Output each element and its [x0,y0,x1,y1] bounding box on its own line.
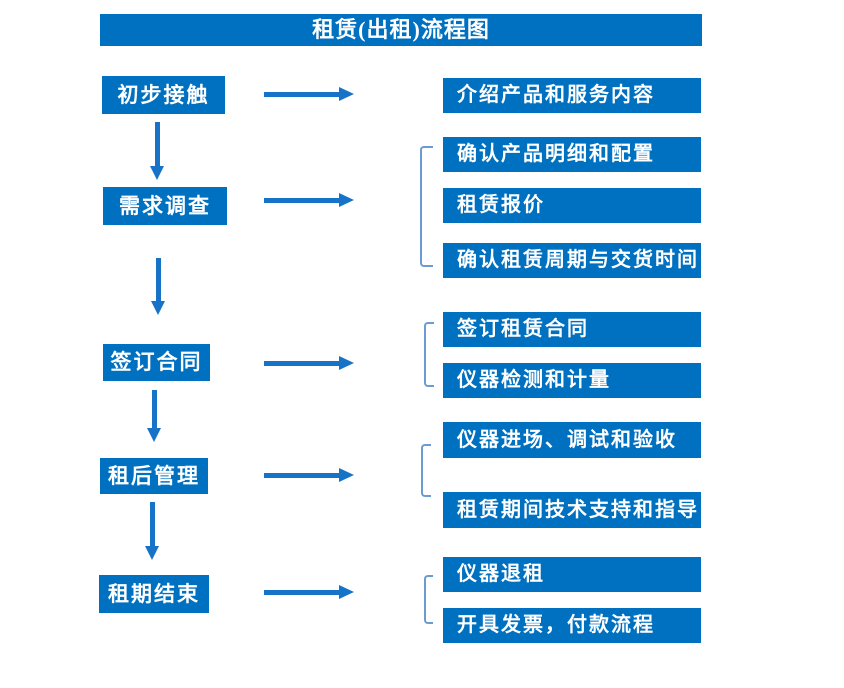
flow-arrow-right-icon [264,198,340,203]
detail-box-confirm-period-delivery: 确认租赁周期与交货时间 [443,243,701,278]
flowchart-title: 租赁(出租)流程图 [100,14,702,46]
detail-box-instrument-test-metering: 仪器检测和计量 [443,363,701,398]
flow-arrow-right-head-icon [339,585,354,599]
flow-arrow-right-icon [264,92,340,97]
step-box-lease-end: 租期结束 [99,575,209,613]
flow-arrow-down-icon [156,258,161,301]
flow-arrow-down-icon [155,122,160,166]
flow-arrow-right-icon [264,361,340,366]
group-bracket-post-rental [421,444,431,497]
group-bracket-sign-contract [424,322,434,387]
detail-box-instrument-setup-acceptance: 仪器进场、调试和验收 [443,422,701,458]
detail-box-confirm-product-config: 确认产品明细和配置 [443,137,701,172]
flow-arrow-down-head-icon [145,546,159,560]
step-box-post-rental-management: 租后管理 [100,458,208,494]
detail-box-tech-support: 租赁期间技术支持和指导 [443,492,701,528]
group-bracket-lease-end [424,575,433,624]
flow-arrow-right-head-icon [339,356,354,370]
group-bracket-demand-survey [420,146,433,267]
flow-arrow-down-head-icon [151,301,165,315]
step-box-demand-survey: 需求调查 [103,187,227,225]
detail-box-introduce-products: 介绍产品和服务内容 [443,78,701,113]
step-box-sign-contract: 签订合同 [103,344,210,381]
detail-box-instrument-return: 仪器退租 [443,557,701,592]
detail-box-rental-quote: 租赁报价 [443,188,701,223]
flow-arrow-down-head-icon [150,166,164,180]
flow-arrow-down-icon [152,390,157,428]
detail-box-invoice-payment: 开具发票，付款流程 [443,608,701,643]
flow-arrow-right-head-icon [339,87,354,101]
flow-arrow-right-icon [264,473,340,478]
flow-arrow-right-head-icon [339,468,354,482]
detail-box-sign-rental-contract: 签订租赁合同 [443,312,701,347]
flow-arrow-down-icon [150,502,155,546]
step-box-initial-contact: 初步接触 [102,76,225,114]
flow-arrow-right-icon [264,590,340,595]
flow-arrow-down-head-icon [147,428,161,442]
flow-arrow-right-head-icon [339,193,354,207]
